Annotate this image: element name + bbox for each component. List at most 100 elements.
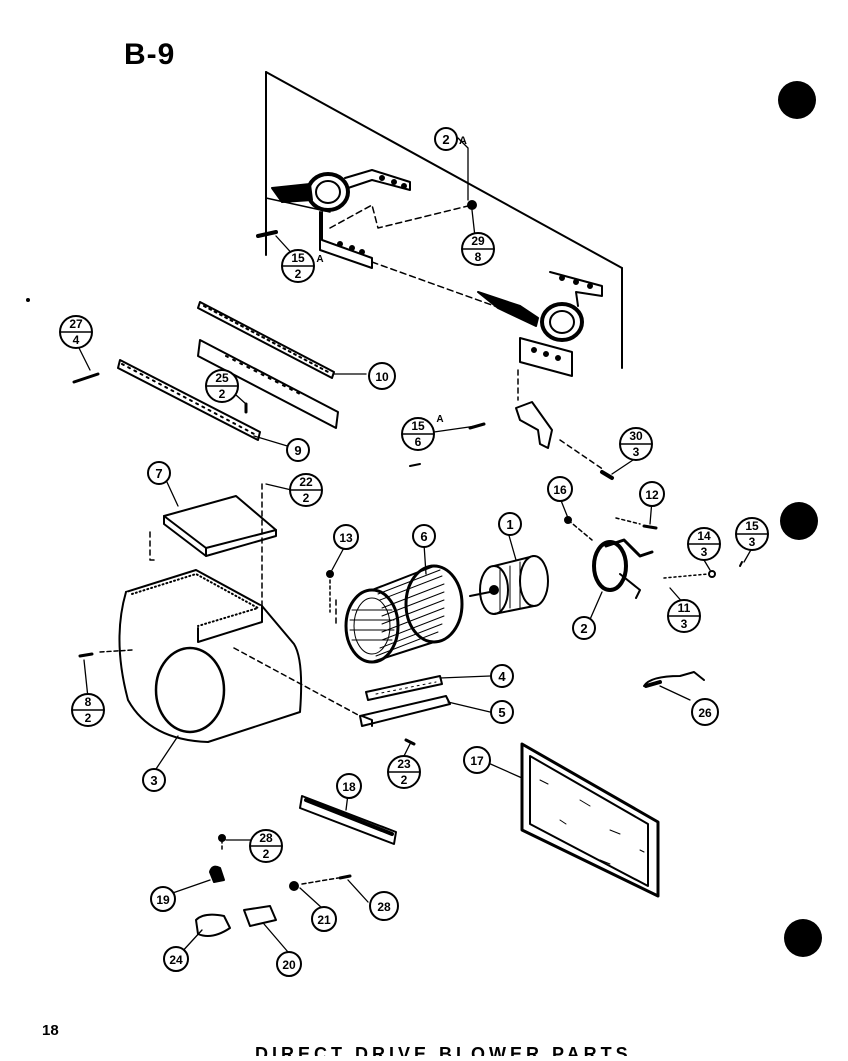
svg-text:2: 2	[303, 491, 310, 505]
svg-text:16: 16	[553, 483, 567, 497]
callout-22-2: 222	[289, 473, 323, 507]
svg-text:11: 11	[678, 601, 691, 615]
svg-text:23: 23	[397, 757, 411, 771]
callout-3: 3	[142, 768, 166, 792]
motor-clamp	[564, 516, 743, 599]
svg-text:2: 2	[85, 711, 92, 725]
punch-hole-bottom	[784, 919, 822, 957]
callout-25-2: 252	[205, 369, 239, 403]
callout-8-2: 82	[71, 693, 105, 727]
svg-text:24: 24	[169, 953, 183, 967]
svg-text:2: 2	[580, 621, 587, 636]
svg-text:7: 7	[155, 466, 162, 481]
footer-caption: DIRECT DRIVE BLOWER PARTS	[255, 1044, 632, 1056]
callout-16: 16	[547, 476, 573, 502]
svg-text:22: 22	[299, 475, 313, 489]
callout-4: 4	[490, 664, 514, 688]
svg-text:3: 3	[681, 617, 688, 631]
svg-text:5: 5	[498, 705, 505, 720]
svg-text:14: 14	[697, 529, 711, 543]
svg-text:6: 6	[420, 529, 427, 544]
callout-17: 17	[463, 746, 491, 774]
callout-29-8: 298	[461, 232, 495, 266]
callout-1: 1	[498, 512, 522, 536]
filter	[520, 742, 660, 898]
callout-11-3: 113	[667, 599, 701, 633]
callout-30-3: 303	[619, 427, 653, 461]
svg-text:2: 2	[401, 773, 408, 787]
callout-27-4: 274	[59, 315, 93, 349]
svg-text:21: 21	[317, 913, 331, 927]
svg-text:19: 19	[156, 893, 170, 907]
callout-9: 9	[286, 438, 310, 462]
svg-text:2: 2	[442, 132, 449, 147]
svg-text:3: 3	[701, 545, 708, 559]
svg-text:6: 6	[415, 435, 422, 449]
svg-text:15: 15	[411, 419, 425, 433]
motor	[469, 555, 549, 615]
mounting-strips	[359, 675, 451, 746]
callout-5: 5	[490, 700, 514, 724]
svg-text:3: 3	[150, 773, 157, 788]
blower-housing	[78, 569, 361, 743]
svg-text:4: 4	[498, 669, 506, 684]
diagram-heading: B-9	[124, 38, 176, 71]
callout-15-6a: 15 6 A	[401, 414, 444, 451]
callout-18: 18	[336, 773, 362, 799]
callout-15-3: 153	[735, 517, 769, 551]
svg-text:1: 1	[506, 517, 513, 532]
svg-text:2: 2	[219, 387, 226, 401]
rail-assembly	[72, 301, 339, 441]
svg-text:3: 3	[633, 445, 640, 459]
svg-text:2: 2	[295, 267, 302, 281]
callout-26: 26	[691, 698, 719, 726]
callout-6: 6	[412, 524, 436, 548]
callout-21: 21	[311, 906, 337, 932]
svg-text:4: 4	[73, 333, 80, 347]
svg-text:A: A	[436, 414, 443, 425]
callout-2: 2	[572, 616, 596, 640]
callout-20: 20	[276, 951, 302, 977]
callout-28-2: 282	[249, 829, 283, 863]
small-hardware	[195, 834, 352, 937]
svg-text:29: 29	[471, 234, 485, 248]
svg-text:30: 30	[629, 429, 643, 443]
svg-text:27: 27	[69, 317, 83, 331]
speck	[26, 298, 30, 302]
top-panel	[149, 483, 277, 611]
callout-24: 24	[163, 946, 189, 972]
callout-14-3: 143	[687, 527, 721, 561]
svg-text:2: 2	[263, 847, 270, 861]
callout-7: 7	[147, 461, 171, 485]
svg-text:12: 12	[645, 488, 659, 502]
motor-mount-assembly	[256, 71, 623, 377]
svg-text:10: 10	[375, 370, 389, 384]
svg-text:26: 26	[698, 706, 712, 720]
svg-text:18: 18	[342, 780, 356, 794]
svg-text:28: 28	[377, 900, 391, 914]
callout-13: 13	[333, 524, 359, 550]
blower-wheel	[326, 564, 464, 664]
callout-10: 10	[368, 362, 396, 390]
svg-text:3: 3	[749, 535, 756, 549]
svg-text:15: 15	[745, 519, 759, 533]
callout-19: 19	[150, 886, 176, 912]
svg-text:25: 25	[215, 371, 229, 385]
svg-text:13: 13	[339, 531, 353, 545]
svg-text:9: 9	[294, 443, 301, 458]
punch-hole-middle	[780, 502, 818, 540]
svg-text:20: 20	[282, 958, 296, 972]
svg-text:8: 8	[475, 250, 482, 264]
callout-28: 28	[369, 891, 399, 921]
callout-12: 12	[639, 481, 665, 507]
svg-text:17: 17	[470, 754, 484, 768]
strap-part	[643, 671, 705, 687]
motor-bracket	[409, 369, 614, 480]
svg-text:A: A	[316, 254, 323, 265]
callout-23-2: 232	[387, 755, 421, 789]
